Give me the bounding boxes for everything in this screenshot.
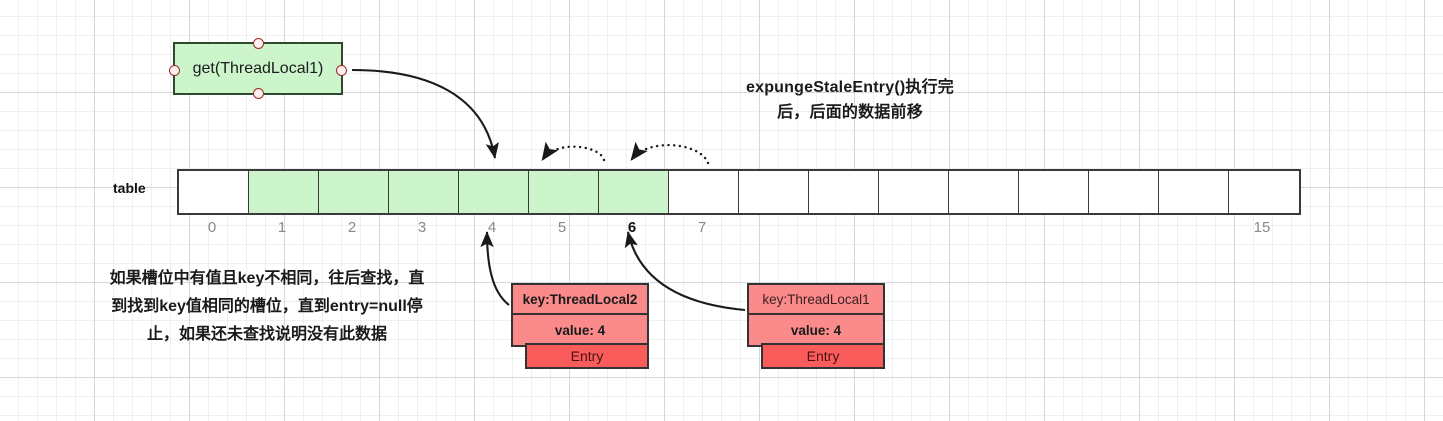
table-slot-15[interactable] [1229, 171, 1299, 213]
table-index-label-12 [1017, 219, 1087, 239]
table-slot-10[interactable] [879, 171, 949, 213]
table-index-label-15: 15 [1253, 219, 1271, 236]
port-bottom[interactable] [253, 88, 264, 99]
entry-footer-label: Entry [761, 343, 885, 369]
table-slot-7[interactable] [669, 171, 739, 213]
port-right[interactable] [336, 65, 347, 76]
table-index-label-7: 7 [697, 219, 707, 236]
table-slot-5[interactable] [529, 171, 599, 213]
entry-footer-label: Entry [525, 343, 649, 369]
table-slot-3[interactable] [389, 171, 459, 213]
table-index-label-5: 5 [557, 219, 567, 236]
table-slot-2[interactable] [319, 171, 389, 213]
note-line-2: 到找到key值相同的槽位，直到entry=null停 [111, 298, 423, 315]
entry-key-row: key:ThreadLocal2 [513, 285, 647, 315]
table-slot-12[interactable] [1019, 171, 1089, 213]
table-index-label-6: 6 [627, 219, 637, 236]
entry-card-threadlocal2[interactable]: key:ThreadLocal2 value: 4 Entry [511, 283, 649, 369]
table-index-label-10 [877, 219, 947, 239]
table-index-label-2: 2 [347, 219, 357, 236]
table-slot-13[interactable] [1089, 171, 1159, 213]
table-slot-11[interactable] [949, 171, 1019, 213]
arrow-entry2-to-slot4 [480, 231, 510, 306]
table-label: table [113, 180, 146, 196]
table-slots [177, 169, 1301, 215]
table-index-label-9 [807, 219, 877, 239]
table-slot-8[interactable] [739, 171, 809, 213]
table-index-row: 0 1 2 3 4 5 6 7 15 [177, 219, 1297, 239]
entry-value-row: value: 4 [790, 322, 842, 338]
headline-line-2: 后，后面的数据前移 [777, 104, 923, 121]
get-box-label: get(ThreadLocal1) [192, 59, 324, 77]
table-slot-14[interactable] [1159, 171, 1229, 213]
note-line-3: 止，如果还未查找说明没有此数据 [146, 326, 387, 343]
arrow-entry1-to-slot6 [624, 231, 746, 312]
entry-card-threadlocal1[interactable]: key:ThreadLocal1 value: 4 Entry [747, 283, 885, 369]
note-line-1: 如果槽位中有值且key不相同，往后查找，直 [109, 270, 425, 287]
headline-text: expungeStaleEntry()执行完 后，后面的数据前移 [700, 75, 1000, 125]
table-slot-6[interactable] [599, 171, 669, 213]
table-slot-4[interactable] [459, 171, 529, 213]
table-index-label-1: 1 [277, 219, 287, 236]
arrow-get-to-slot4 [351, 68, 499, 159]
table-index-label-13 [1087, 219, 1157, 239]
lookup-rule-note: 如果槽位中有值且key不相同，往后查找，直 到找到key值相同的槽位，直到ent… [47, 265, 487, 349]
port-top[interactable] [253, 38, 264, 49]
get-threadlocal-box[interactable]: get(ThreadLocal1) [169, 38, 347, 99]
table-index-label-8 [737, 219, 807, 239]
table-index-label-14 [1157, 219, 1227, 239]
entry-kv-box: key:ThreadLocal1 value: 4 [747, 283, 885, 347]
arrow-shift-6-to-5 [541, 141, 606, 162]
table-slot-0[interactable] [179, 171, 249, 213]
table-index-label-4: 4 [487, 219, 497, 236]
entry-value-row: value: 4 [554, 322, 606, 338]
entry-key-row: key:ThreadLocal1 [749, 285, 883, 315]
port-left[interactable] [169, 65, 180, 76]
table-slot-9[interactable] [809, 171, 879, 213]
entry-kv-box: key:ThreadLocal2 value: 4 [511, 283, 649, 347]
table-index-label-11 [947, 219, 1017, 239]
arrow-shift-7-to-6 [630, 141, 710, 165]
table-index-label-3: 3 [417, 219, 427, 236]
table-slot-1[interactable] [249, 171, 319, 213]
table-index-label-0: 0 [207, 219, 217, 236]
headline-line-1: expungeStaleEntry()执行完 [746, 79, 954, 96]
